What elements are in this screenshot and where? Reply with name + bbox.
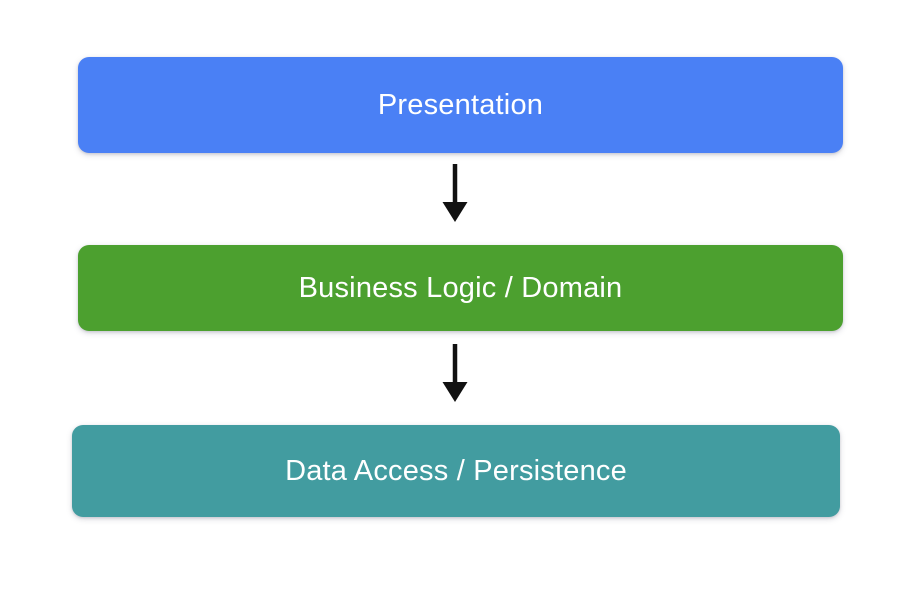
layer-label-data-access: Data Access / Persistence: [285, 454, 627, 487]
down-arrow-icon: [425, 163, 485, 227]
layer-box-data-access[interactable]: Data Access / Persistence: [72, 425, 840, 517]
layer-box-business-logic[interactable]: Business Logic / Domain: [78, 245, 843, 331]
layer-label-business-logic: Business Logic / Domain: [298, 271, 623, 304]
layer-box-presentation[interactable]: Presentation: [78, 57, 843, 153]
down-arrow-icon: [425, 343, 485, 407]
layer-label-presentation: Presentation: [377, 88, 544, 121]
